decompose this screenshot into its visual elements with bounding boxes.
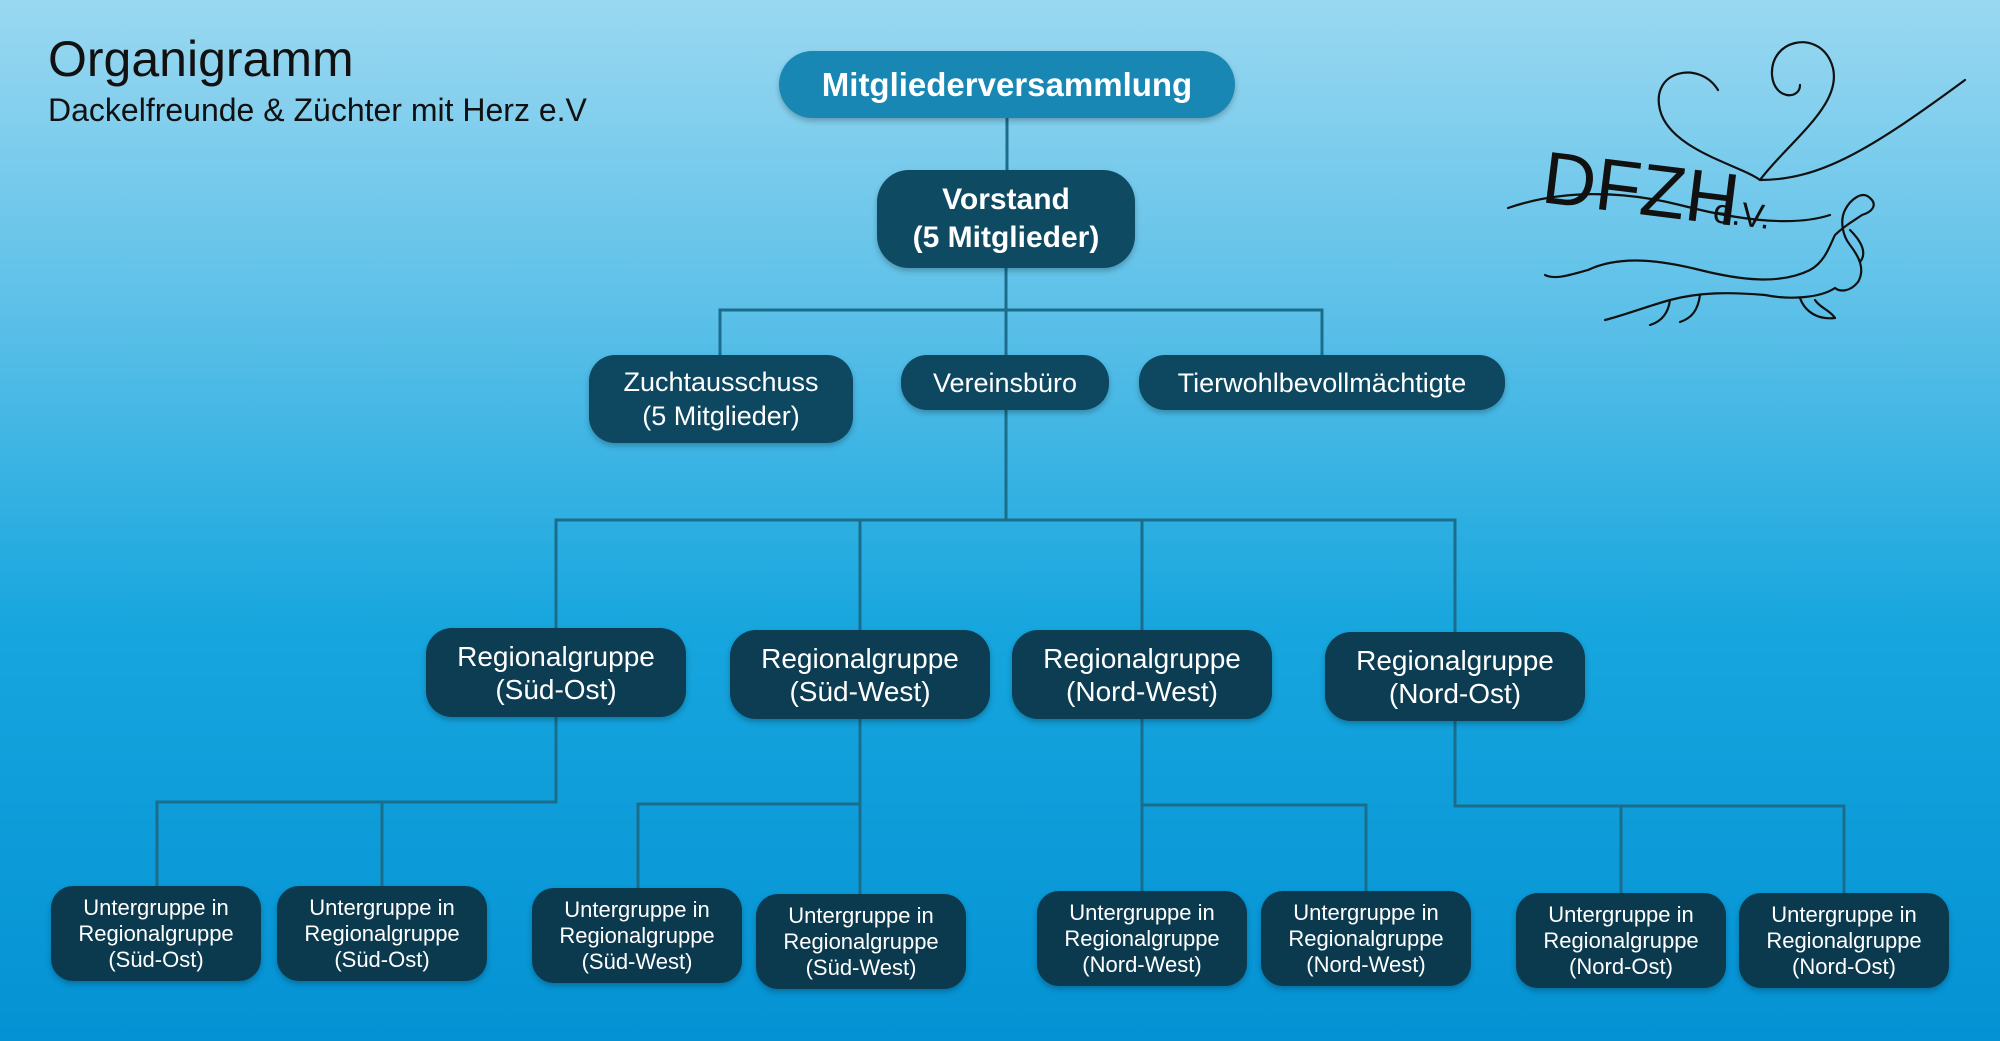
node-label: Regionalgruppe <box>1543 927 1699 953</box>
node-regionalgruppe-sued-west[interactable]: Regionalgruppe (Süd-West) <box>730 630 990 719</box>
node-label: (Nord-West) <box>1066 675 1218 707</box>
baseline-line <box>1506 193 1832 223</box>
logo-suffix: e.V. <box>1711 192 1773 237</box>
node-label: Regionalgruppe <box>761 642 959 674</box>
node-untergruppe-sued-west-1[interactable]: Untergruppe in Regionalgruppe (Süd-West) <box>532 888 742 983</box>
node-regionalgruppe-sued-ost[interactable]: Regionalgruppe (Süd-Ost) <box>426 628 686 717</box>
node-label: Zuchtausschuss <box>623 367 819 397</box>
node-label: Vereinsbüro <box>932 367 1078 398</box>
node-label: Untergruppe in <box>1548 901 1694 927</box>
node-label: (Nord-Ost) <box>1569 953 1673 979</box>
node-zuchtausschuss[interactable]: Zuchtausschuss (5 Mitglieder) <box>589 355 853 443</box>
node-untergruppe-nord-west-2[interactable]: Untergruppe in Regionalgruppe (Nord-West… <box>1261 891 1471 986</box>
node-label: Regionalgruppe <box>304 920 460 946</box>
node-label: Regionalgruppe <box>1043 642 1241 674</box>
node-untergruppe-nord-ost-1[interactable]: Untergruppe in Regionalgruppe (Nord-Ost) <box>1516 893 1726 988</box>
dachshund-ear <box>1848 228 1865 264</box>
node-label: Untergruppe in <box>83 894 229 920</box>
node-regionalgruppe-nord-ost[interactable]: Regionalgruppe (Nord-Ost) <box>1325 632 1585 721</box>
node-untergruppe-sued-west-2[interactable]: Untergruppe in Regionalgruppe (Süd-West) <box>756 894 966 989</box>
node-tierwohlbevollmaechtigte[interactable]: Tierwohlbevollmächtigte <box>1139 355 1505 410</box>
dachshund-icon <box>1543 194 1875 327</box>
node-label: (5 Mitglieder) <box>912 221 1100 254</box>
node-untergruppe-nord-ost-2[interactable]: Untergruppe in Regionalgruppe (Nord-Ost) <box>1739 893 1949 988</box>
page-title: Organigramm <box>48 31 354 87</box>
node-mitgliederversammlung[interactable]: Mitgliederversammlung <box>779 51 1235 118</box>
dfzh-logo: DFZH e.V. <box>1506 41 1967 327</box>
node-vorstand[interactable]: Vorstand (5 Mitglieder) <box>877 170 1135 268</box>
node-label: Regionalgruppe <box>457 640 655 672</box>
node-label: (5 Mitglieder) <box>642 401 800 431</box>
node-label: (Nord-Ost) <box>1388 677 1522 709</box>
node-label: (Nord-Ost) <box>1792 953 1896 979</box>
node-label: Untergruppe in <box>1771 901 1917 927</box>
node-label: (Süd-Ost) <box>334 946 430 972</box>
node-label: Regionalgruppe <box>559 922 715 948</box>
node-untergruppe-sued-ost-1[interactable]: Untergruppe in Regionalgruppe (Süd-Ost) <box>51 886 261 981</box>
node-label: Regionalgruppe <box>1356 644 1554 676</box>
node-label: Regionalgruppe <box>78 920 234 946</box>
node-label: Regionalgruppe <box>1288 925 1444 951</box>
node-label: Mitgliederversammlung <box>821 65 1193 103</box>
node-label: Regionalgruppe <box>1064 925 1220 951</box>
node-label: (Süd-West) <box>789 675 931 707</box>
node-label: (Süd-West) <box>581 948 693 974</box>
node-label: (Nord-West) <box>1306 951 1426 977</box>
node-label: Untergruppe in <box>1069 899 1215 925</box>
node-label: Untergruppe in <box>564 896 710 922</box>
node-label: Regionalgruppe <box>1766 927 1922 953</box>
page-subtitle: Dackelfreunde & Züchter mit Herz e.V <box>48 92 587 128</box>
node-vereinsbuero[interactable]: Vereinsbüro <box>901 355 1109 410</box>
node-label: (Nord-West) <box>1082 951 1202 977</box>
node-label: Untergruppe in <box>309 894 455 920</box>
node-label: Untergruppe in <box>1293 899 1439 925</box>
node-label: Untergruppe in <box>788 902 934 928</box>
node-untergruppe-sued-ost-2[interactable]: Untergruppe in Regionalgruppe (Süd-Ost) <box>277 886 487 981</box>
swoosh-line <box>1758 78 1967 182</box>
node-label: Tierwohlbevollmächtigte <box>1177 367 1467 398</box>
node-label: (Süd-Ost) <box>495 673 617 705</box>
node-untergruppe-nord-west-1[interactable]: Untergruppe in Regionalgruppe (Nord-West… <box>1037 891 1247 986</box>
node-label: Regionalgruppe <box>783 928 939 954</box>
heart-icon <box>1657 41 1836 182</box>
node-label: Vorstand <box>942 183 1070 216</box>
node-label: (Süd-Ost) <box>108 946 204 972</box>
node-label: (Süd-West) <box>805 954 917 980</box>
node-regionalgruppe-nord-west[interactable]: Regionalgruppe (Nord-West) <box>1012 630 1272 719</box>
